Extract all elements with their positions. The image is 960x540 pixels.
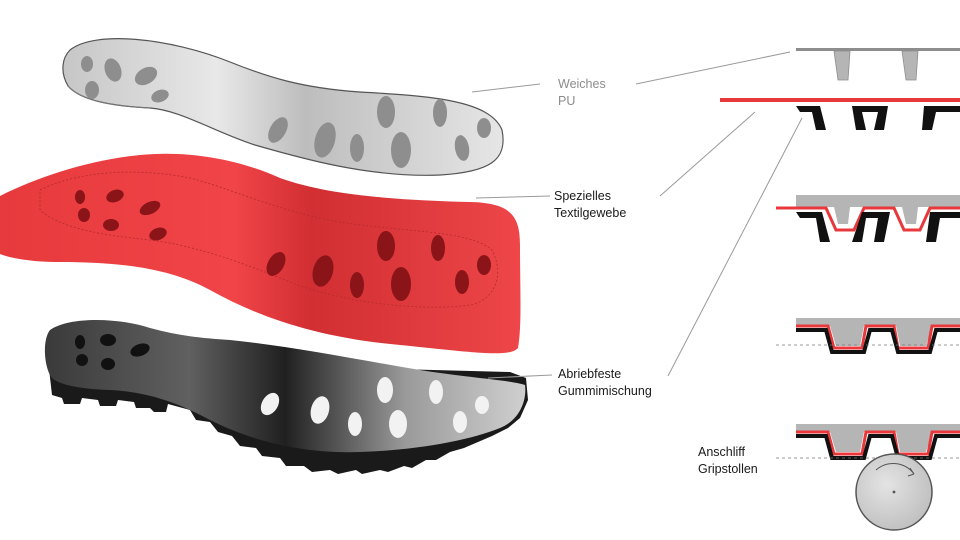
cross-section-stage-2 <box>776 195 960 242</box>
textile-layer <box>0 153 521 354</box>
label-gripstollen: Anschliff Gripstollen <box>698 444 758 478</box>
leader-rubber-right <box>667 117 803 377</box>
label-weiches-pu: Weiches PU <box>558 76 606 110</box>
label-grip-line2: Gripstollen <box>698 462 758 476</box>
leader-rubber-left <box>487 374 553 379</box>
leader-pu-left <box>471 83 541 93</box>
leader-textile-left <box>475 195 551 199</box>
label-rubber-line1: Abriebfeste <box>558 367 622 381</box>
label-textilgewebe: Spezielles Textilgewebe <box>554 188 626 222</box>
label-grip-line1: Anschliff <box>698 445 746 459</box>
pu-insole-layer <box>62 38 504 176</box>
label-pu-line1: Weiches <box>558 77 606 91</box>
cross-section-stage-3 <box>776 318 960 354</box>
label-textile-line1: Spezielles <box>554 189 611 203</box>
label-rubber-line2: Gummimischung <box>558 384 652 398</box>
grinding-wheel-icon <box>855 453 933 531</box>
leader-pu-right <box>635 51 791 85</box>
cross-section-stage-4 <box>776 424 960 460</box>
label-textile-line2: Textilgewebe <box>554 206 627 220</box>
leader-lines <box>471 51 803 379</box>
cross-section-stage-1 <box>720 48 960 130</box>
rubber-outsole-layer <box>44 320 528 474</box>
leader-textile-right <box>659 111 756 197</box>
label-gummimischung: Abriebfeste Gummimischung <box>558 366 652 400</box>
label-pu-line2: PU <box>558 94 576 108</box>
